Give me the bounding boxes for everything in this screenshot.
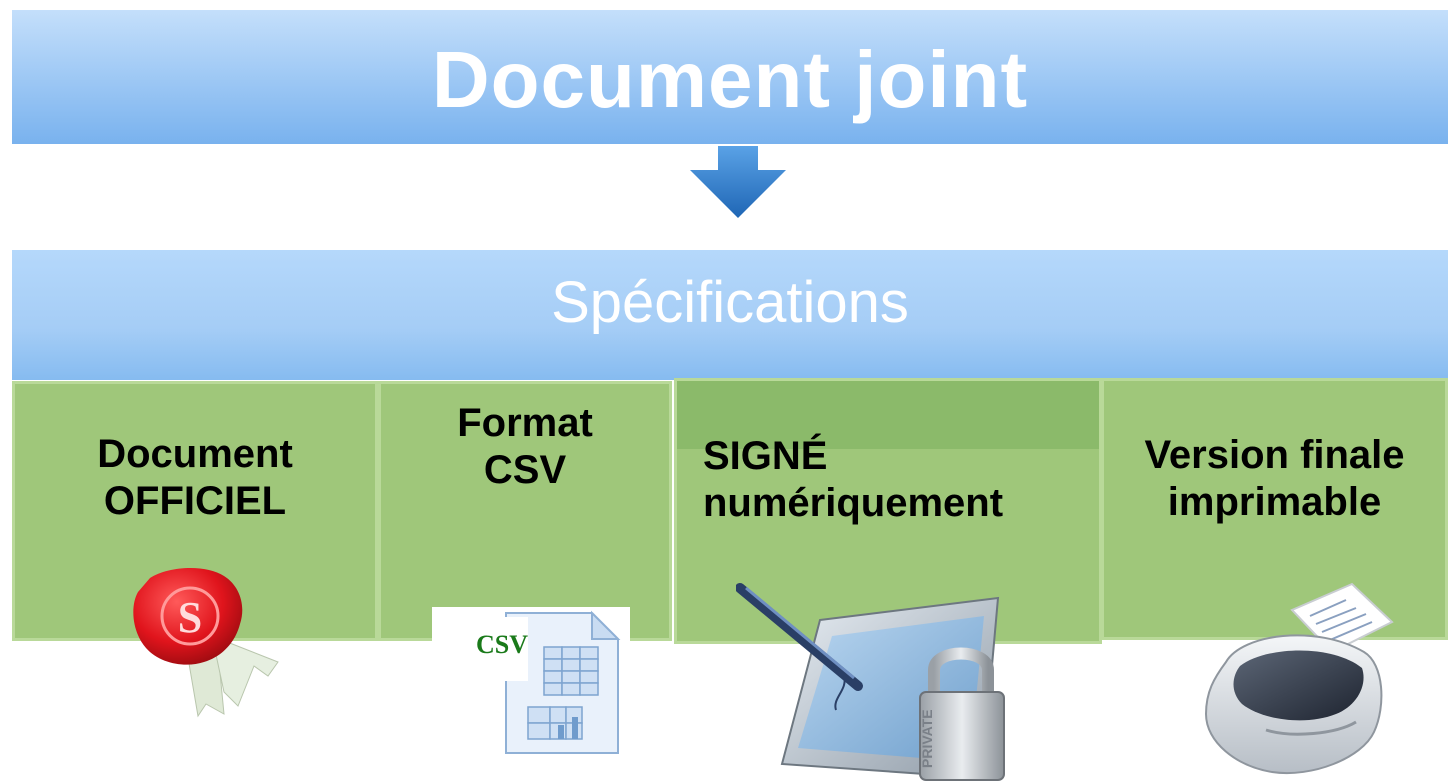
wax-seal-icon: S bbox=[133, 567, 279, 718]
specifications-bar: Spécifications bbox=[12, 250, 1448, 380]
lock-text: PRIVATE bbox=[919, 709, 935, 768]
box-csv-label: Format CSV bbox=[381, 400, 669, 494]
box-official-label: Document OFFICIEL bbox=[15, 431, 375, 525]
csv-label: CSV bbox=[476, 630, 528, 659]
page-title: Document joint bbox=[431, 35, 1029, 124]
box-signed-line2: numériquement bbox=[703, 481, 1004, 525]
seal-letter: S bbox=[178, 593, 202, 642]
box-csv-line2: CSV bbox=[483, 448, 567, 492]
printer-icon bbox=[1204, 582, 1394, 774]
box-official-line1: Document bbox=[97, 432, 293, 476]
box-signed-line1: SIGNÉ bbox=[703, 434, 828, 478]
box-final-printable: Version finale imprimable bbox=[1101, 378, 1448, 640]
box-printable-label: Version finale imprimable bbox=[1104, 432, 1445, 526]
box-printable-line1: Version finale bbox=[1144, 433, 1405, 477]
box-printable-line2: imprimable bbox=[1167, 480, 1382, 524]
down-arrow-icon bbox=[690, 146, 786, 218]
csv-file-icon: CSV bbox=[432, 607, 630, 757]
box-csv-format: Format CSV bbox=[378, 381, 672, 641]
box-official-line2: OFFICIEL bbox=[103, 479, 287, 523]
specifications-title: Spécifications bbox=[551, 270, 909, 335]
title-banner: Document joint bbox=[12, 10, 1448, 144]
box-digitally-signed: SIGNÉ numériquement bbox=[674, 378, 1102, 644]
box-signed-label: SIGNÉ numériquement bbox=[677, 433, 1099, 527]
box-csv-line1: Format bbox=[457, 401, 593, 445]
signature-tablet-lock-icon: PRIVATE bbox=[736, 583, 1005, 781]
